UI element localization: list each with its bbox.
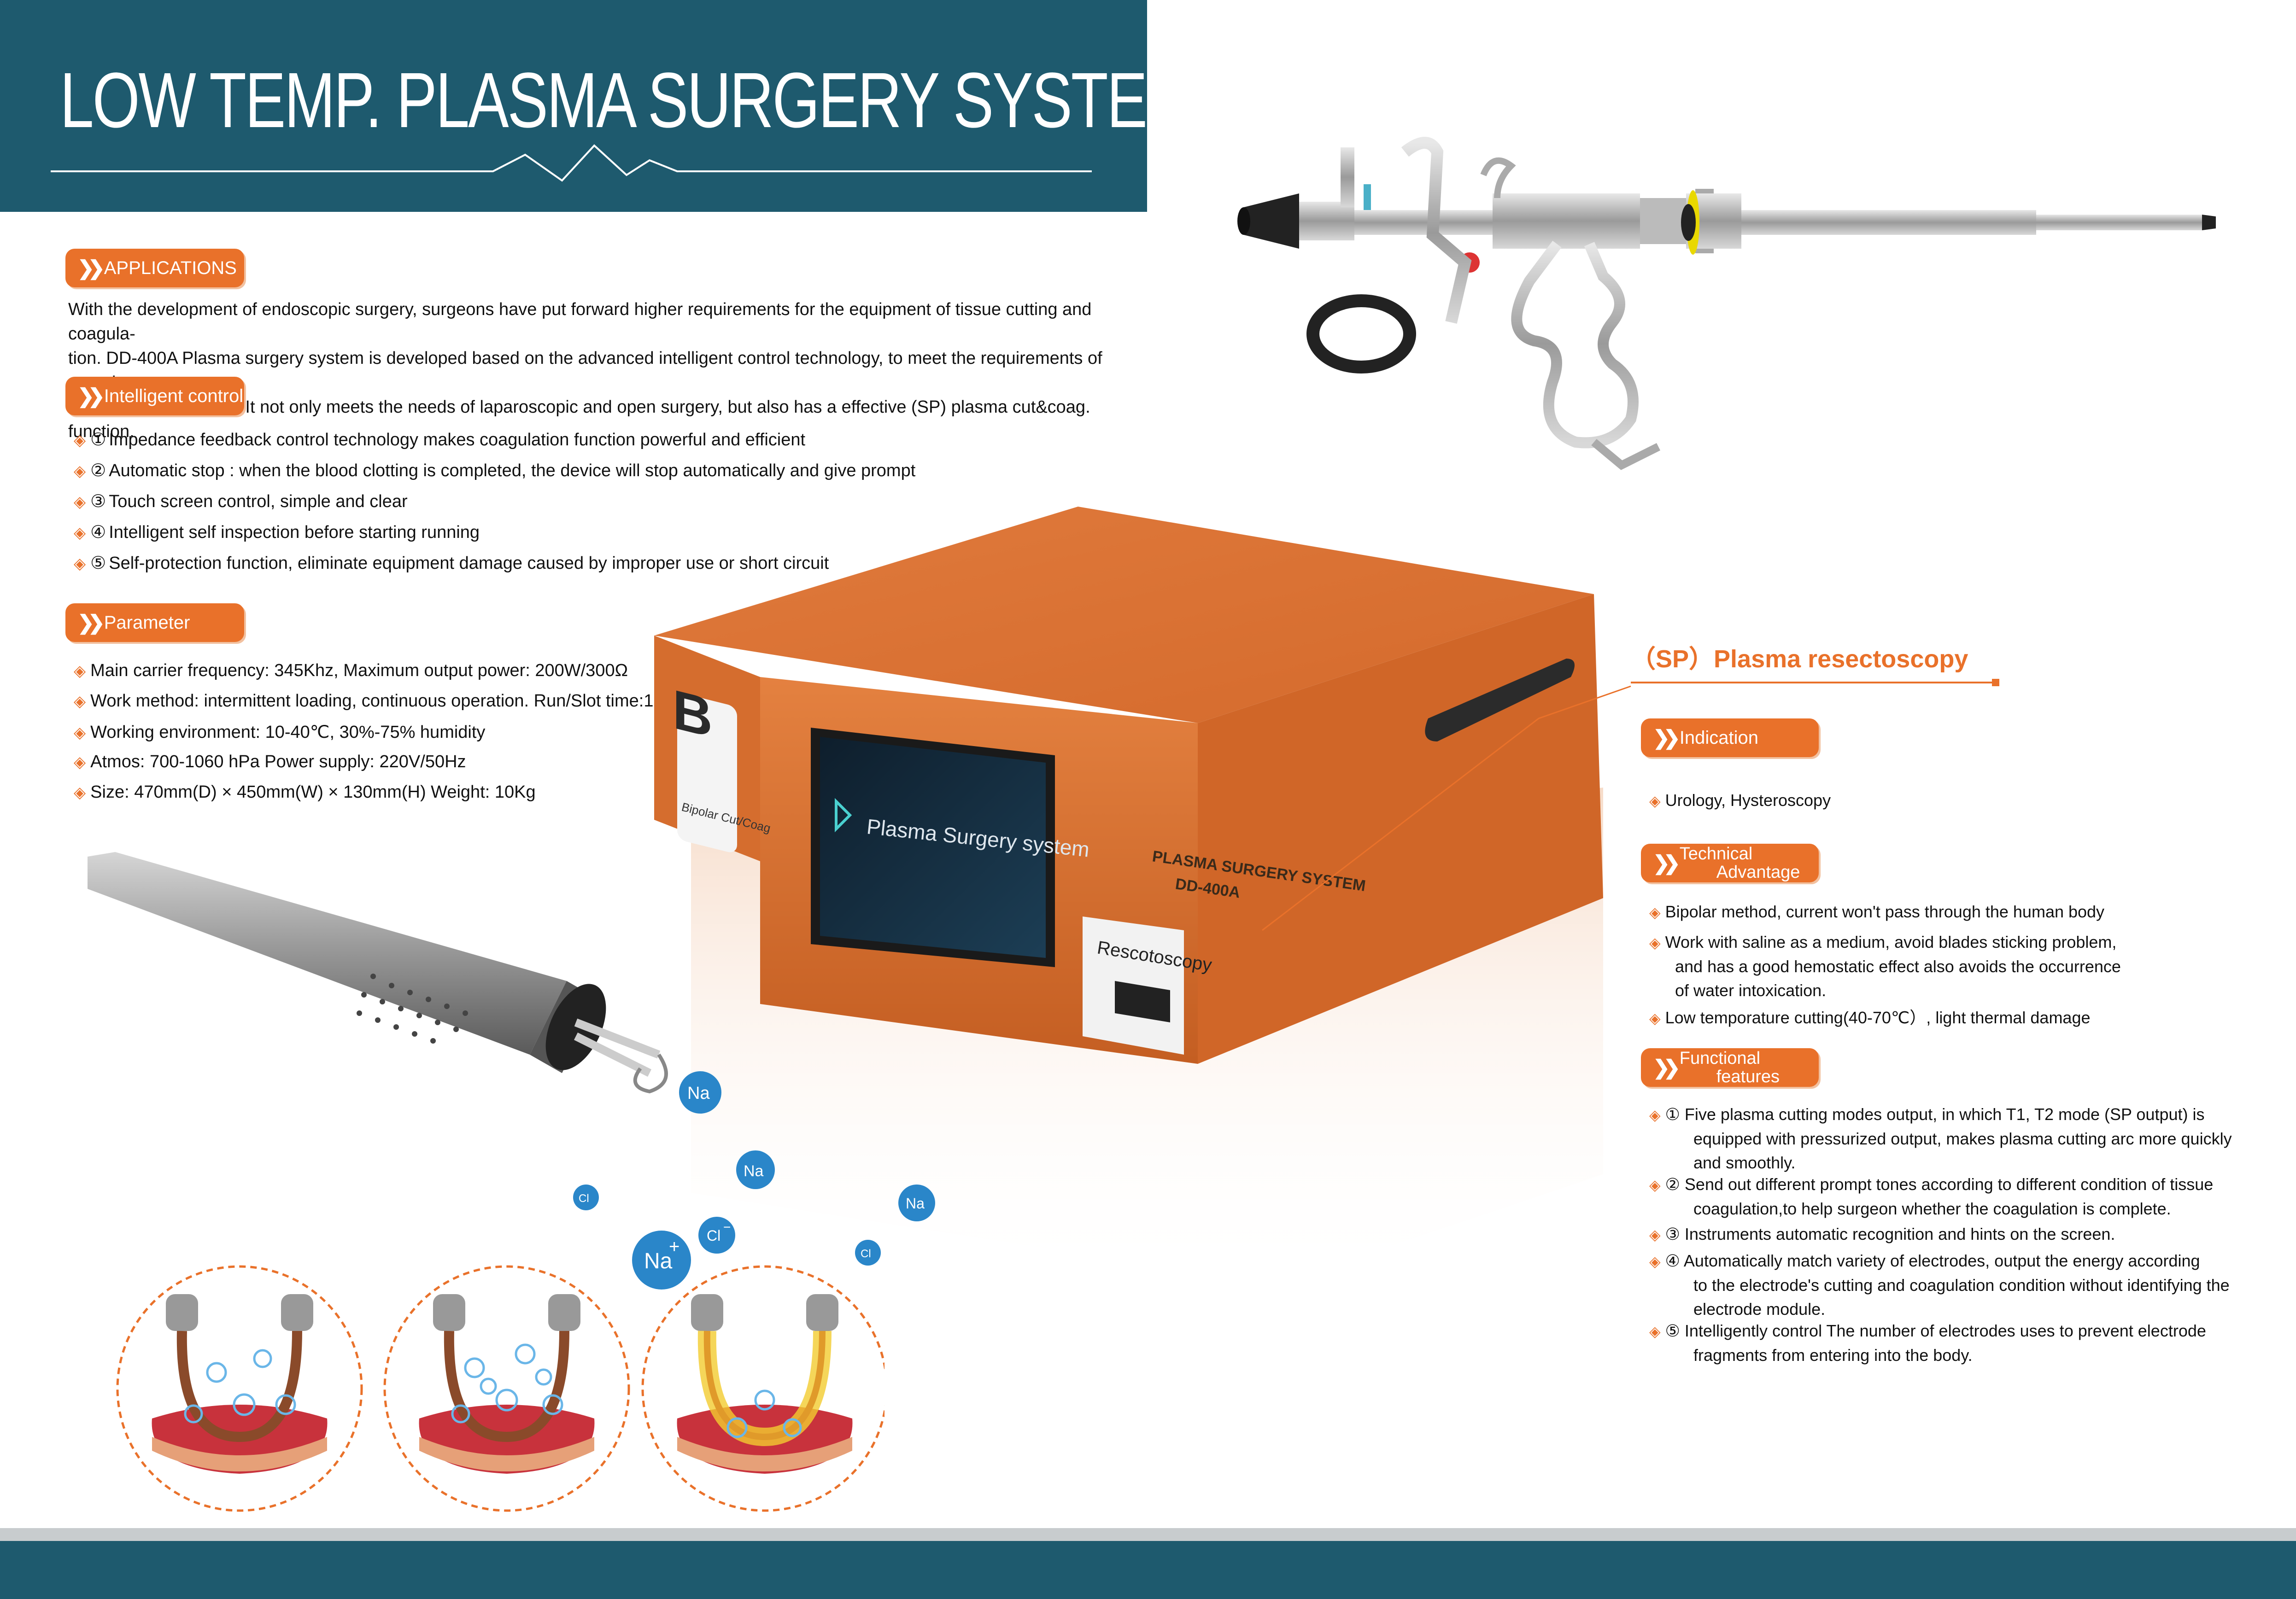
diamond-bullet-icon: ◈ (74, 493, 86, 511)
functional-item-4: ◈④ Automatically match variety of electr… (1649, 1251, 2230, 1319)
sodium-ion-label: Na (644, 1249, 673, 1273)
technical-tag-line2: Advantage (1716, 863, 1800, 882)
parameter-tag: ❯❯ Parameter (65, 603, 244, 642)
footer-divider (0, 1528, 2296, 1541)
chloride-ion-label: Cl (707, 1227, 720, 1244)
indication-tag: ❯❯ Indication (1641, 718, 1819, 757)
functional-item-2: ◈② Send out different prompt tones accor… (1649, 1175, 2214, 1218)
parameter-tag-label: Parameter (104, 612, 190, 633)
diamond-bullet-icon: ◈ (74, 693, 86, 710)
chevron-right-icon: ❯❯ (1653, 852, 1681, 875)
sodium-ion-label: Na (744, 1162, 764, 1180)
applications-tag-label: APPLICATIONS (104, 257, 237, 278)
applications-text: With the development of endoscopic surge… (68, 298, 1142, 444)
indication-item: ◈Urology, Hysteroscopy (1649, 791, 1831, 810)
diamond-bullet-icon: ◈ (74, 662, 86, 680)
process-stage-1 (116, 1265, 363, 1512)
ion-particles-image: Na Na Na Na + Cl Cl − Cl (573, 1071, 935, 1290)
technical-tag-line1: Technical (1679, 844, 1753, 864)
intelligent-control-tag-label: Intelligent control (104, 385, 244, 406)
chevron-right-icon: ❯❯ (1653, 726, 1681, 749)
electrode-probe-image (88, 852, 668, 1094)
applications-line: With the development of endoscopic surge… (68, 300, 1092, 344)
diamond-bullet-icon: ◈ (1649, 793, 1661, 809)
ion-charge-label: − (723, 1220, 731, 1234)
chloride-ion-label: Cl (579, 1192, 589, 1205)
chevron-right-icon: ❯❯ (77, 385, 105, 408)
sp-leader-line (1262, 685, 1631, 931)
functional-tag-line1: Functional (1679, 1049, 1761, 1068)
chloride-ion-label: Cl (861, 1248, 871, 1260)
technical-item: ◈Work with saline as a medium, avoid bla… (1649, 933, 2121, 1000)
sodium-ion-label: Na (687, 1084, 710, 1103)
sp-title-underline (1631, 682, 1999, 683)
applications-line: tion. DD-400A Plasma surgery system is d… (68, 349, 1102, 392)
parameter-item: ◈Work method: intermittent loading, cont… (74, 691, 705, 711)
plasma-device-image: Plasma Surgery system B Bipolar Cut/Coag… (654, 507, 1603, 1285)
sp-title-underline-end (1992, 679, 1999, 686)
diamond-bullet-icon: ◈ (74, 753, 86, 771)
diamond-bullet-icon: ◈ (74, 784, 86, 801)
footer-band (0, 1541, 2296, 1599)
diamond-bullet-icon: ◈ (74, 524, 86, 542)
intelligent-control-tag: ❯❯ Intelligent control (65, 377, 244, 415)
diamond-bullet-icon: ◈ (1649, 1010, 1661, 1027)
brand-logo-icon: B (673, 678, 713, 750)
diamond-bullet-icon: ◈ (74, 555, 86, 572)
functional-item-1: ◈① Five plasma cutting modes output, in … (1649, 1105, 2232, 1172)
functional-item-5: ◈⑤ Intelligently control The number of e… (1649, 1321, 2206, 1365)
parameter-item: ◈Size: 470mm(D) × 450mm(W) × 130mm(H) We… (74, 782, 536, 802)
process-stage-3 (641, 1265, 884, 1512)
sodium-ion-label: Na (906, 1195, 925, 1212)
indication-tag-label: Indication (1679, 727, 1758, 748)
ion-charge-label: + (669, 1237, 679, 1257)
header-banner (0, 0, 1147, 212)
diamond-bullet-icon: ◈ (1649, 1177, 1661, 1193)
diamond-bullet-icon: ◈ (1649, 1323, 1661, 1340)
chevron-right-icon: ❯❯ (77, 611, 105, 634)
page-title: LOW TEMP. PLASMA SURGERY SYSTEM (60, 57, 1197, 144)
plasma-process-diagrams (116, 1265, 884, 1512)
applications-tag: ❯❯ APPLICATIONS (65, 249, 244, 287)
process-stage-2 (383, 1265, 630, 1512)
chevron-right-icon: ❯❯ (77, 257, 105, 280)
diamond-bullet-icon: ◈ (1649, 934, 1661, 951)
technical-item: ◈Bipolar method, current won't pass thro… (1649, 902, 2105, 921)
functional-item-3: ◈③ Instruments automatic recognition and… (1649, 1225, 2115, 1243)
parameter-item: ◈Main carrier frequency: 345Khz, Maximum… (74, 661, 628, 680)
chevron-right-icon: ❯❯ (1653, 1056, 1681, 1079)
technical-item: ◈Low temporature cutting(40-70℃）, light … (1649, 1008, 2091, 1027)
diamond-bullet-icon: ◈ (1649, 1226, 1661, 1243)
banner-decor-line (51, 144, 1092, 182)
sp-title: （SP）Plasma resectoscopy (1631, 645, 1968, 673)
diamond-bullet-icon: ◈ (74, 724, 86, 741)
diamond-bullet-icon: ◈ (1649, 1107, 1661, 1123)
diamond-bullet-icon: ◈ (74, 432, 86, 449)
functional-tag-line2: features (1716, 1067, 1780, 1086)
diamond-bullet-icon: ◈ (74, 462, 86, 480)
diamond-bullet-icon: ◈ (1649, 904, 1661, 921)
parameter-item: ◈Working environment: 10-40℃, 30%-75% hu… (74, 723, 486, 742)
diamond-bullet-icon: ◈ (1649, 1253, 1661, 1270)
resectoscope-image (1237, 137, 2216, 470)
parameter-item: ◈Atmos: 700-1060 hPa Power supply: 220V/… (74, 752, 466, 771)
